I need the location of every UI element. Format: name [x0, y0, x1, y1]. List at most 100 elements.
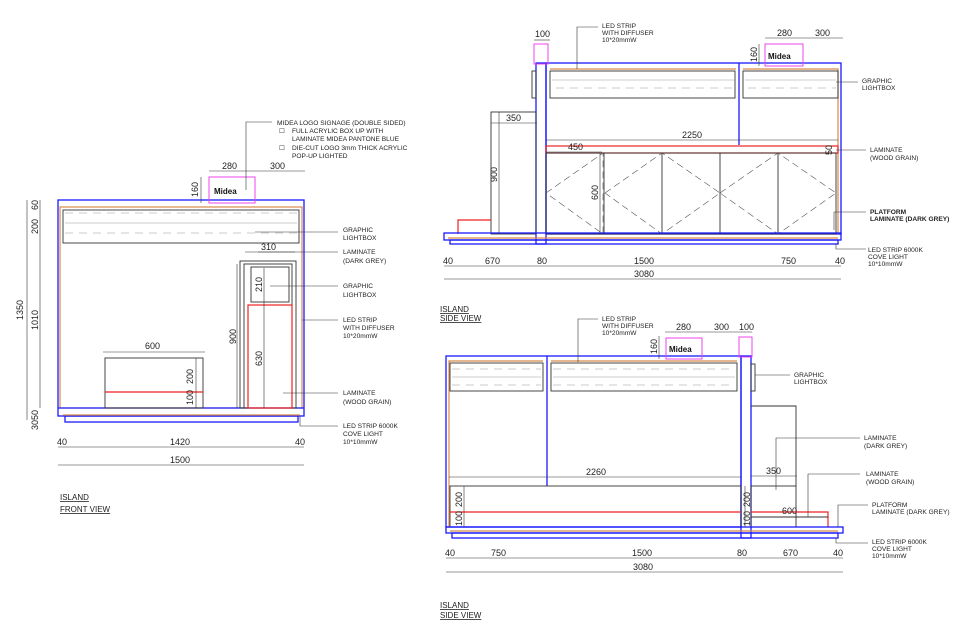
front-lightbox	[62, 209, 300, 244]
dim-300: 300	[815, 28, 830, 38]
side2-bench	[449, 485, 742, 528]
dim-600: 600	[782, 506, 797, 516]
dim-280: 280	[676, 322, 691, 332]
dim-280: 280	[777, 28, 792, 38]
side1-main-frame	[545, 62, 842, 235]
side1-lightbox-2	[742, 70, 839, 99]
svg-text:☐: ☐	[279, 127, 285, 135]
dim-300: 300	[714, 322, 729, 332]
svg-text:LED STRIP 6000K: LED STRIP 6000K	[343, 423, 398, 430]
dim-160: 160	[749, 47, 759, 62]
dim-40a: 40	[445, 548, 455, 558]
side2-pole	[740, 355, 752, 539]
dim-350: 350	[506, 113, 521, 123]
dim-40b: 40	[833, 548, 843, 558]
front-view-title: ISLAND	[60, 493, 89, 502]
dim-80: 80	[537, 256, 547, 266]
svg-text:(WOOD GRAIN): (WOOD GRAIN)	[870, 155, 918, 162]
svg-text:LIGHTBOX: LIGHTBOX	[862, 85, 896, 92]
svg-text:MIDEA LOGO SIGNAGE (DOUBLE SID: MIDEA LOGO SIGNAGE (DOUBLE SIDED)	[277, 120, 406, 127]
front-outer-frame	[57, 199, 305, 417]
svg-text:10*20mmW: 10*20mmW	[602, 330, 637, 337]
dim-80: 80	[737, 548, 747, 558]
dim-2250: 2250	[682, 130, 702, 140]
svg-text:(DARK GREY): (DARK GREY)	[864, 443, 907, 450]
front-small-lightbox	[250, 266, 290, 303]
svg-text:LED STRIP: LED STRIP	[343, 317, 378, 324]
dim-160: 160	[649, 339, 659, 354]
dim-630: 630	[254, 351, 264, 366]
front-signage-note: MIDEA LOGO SIGNAGE (DOUBLE SIDED) ☐ FULL …	[277, 120, 408, 160]
side2-title: ISLAND	[440, 601, 469, 610]
svg-text:LIGHTBOX: LIGHTBOX	[343, 292, 377, 299]
front-plinth	[64, 415, 299, 423]
svg-text:GRAPHIC: GRAPHIC	[862, 78, 892, 85]
svg-text:LED STRIP: LED STRIP	[602, 23, 637, 30]
svg-text:LIGHTBOX: LIGHTBOX	[794, 379, 828, 386]
svg-text:WITH DIFFUSER: WITH DIFFUSER	[602, 323, 654, 330]
dim-100c: 100	[742, 511, 752, 526]
dim-100: 100	[739, 322, 754, 332]
dim-60: 60	[30, 200, 40, 210]
dim-200c: 200	[742, 492, 752, 507]
side2-subtitle: SIDE VIEW	[440, 611, 482, 620]
dim-310: 310	[261, 242, 276, 252]
svg-text:10*20mmW: 10*20mmW	[602, 37, 637, 44]
side1-door-diamonds	[545, 152, 837, 235]
dim-3050: 3050	[30, 410, 40, 430]
side1-subtitle: SIDE VIEW	[440, 314, 482, 323]
dim-100b: 100	[454, 511, 464, 526]
side2-lightbox-1	[449, 362, 544, 392]
front-view-subtitle: FRONT VIEW	[60, 505, 111, 514]
dim-200b: 200	[185, 369, 195, 384]
dim-450: 450	[568, 142, 583, 152]
svg-text:LED STRIP 6000K: LED STRIP 6000K	[872, 539, 927, 546]
dim-1500: 1500	[634, 256, 654, 266]
dim-1500: 1500	[632, 548, 652, 558]
dim-160: 160	[190, 182, 200, 197]
svg-text:LAMINATE: LAMINATE	[866, 471, 899, 478]
side2-lightbox-2	[550, 362, 738, 392]
dim-2260: 2260	[586, 467, 606, 477]
dim-210: 210	[254, 277, 264, 292]
dim-900: 900	[489, 167, 499, 182]
dim-1010: 1010	[30, 310, 40, 330]
svg-text:GRAPHIC: GRAPHIC	[343, 227, 373, 234]
dim-350: 350	[766, 466, 781, 476]
svg-text:GRAPHIC: GRAPHIC	[794, 372, 824, 379]
dim-100: 100	[535, 29, 550, 39]
svg-text:(WOOD GRAIN): (WOOD GRAIN)	[343, 399, 391, 406]
front-view: Midea 280 300 160 1350 60 200 1010 3050 …	[15, 120, 408, 514]
svg-text:LAMINATE (DARK GREY): LAMINATE (DARK GREY)	[872, 509, 950, 516]
side1-lightbox-1	[549, 70, 736, 99]
svg-text:LED STRIP: LED STRIP	[602, 316, 637, 323]
dim-300: 300	[270, 161, 285, 171]
svg-text:FULL ACRYLIC BOX UP WITH: FULL ACRYLIC BOX UP WITH	[292, 128, 383, 135]
midea-logo: Midea	[669, 345, 692, 354]
svg-text:PLATFORM: PLATFORM	[872, 502, 907, 509]
svg-text:WITH DIFFUSER: WITH DIFFUSER	[343, 325, 395, 332]
front-led-strip	[59, 206, 303, 409]
svg-text:10*10mmW: 10*10mmW	[868, 261, 903, 268]
dim-1350: 1350	[15, 300, 25, 320]
dim-40a: 40	[57, 437, 67, 447]
dim-40b: 40	[835, 256, 845, 266]
svg-text:GRAPHIC: GRAPHIC	[343, 283, 373, 290]
dim-1500: 1500	[170, 455, 190, 465]
side-view-1: Midea 100 280 300 160 350 2250 450 50 90…	[440, 23, 949, 323]
dim-200: 200	[454, 492, 464, 507]
svg-text:LAMINATE MIDEA PANTONE BLUE: LAMINATE MIDEA PANTONE BLUE	[292, 136, 400, 143]
svg-text:LAMINATE: LAMINATE	[870, 147, 903, 154]
svg-text:WITH DIFFUSER: WITH DIFFUSER	[602, 30, 654, 37]
svg-text:☐: ☐	[279, 144, 285, 152]
svg-text:LAMINATE: LAMINATE	[864, 435, 897, 442]
svg-text:DIE-CUT LOGO 3mm THICK ACRYLIC: DIE-CUT LOGO 3mm THICK ACRYLIC	[292, 145, 408, 152]
svg-text:10*10mmW: 10*10mmW	[872, 553, 907, 560]
svg-text:COVE LIGHT: COVE LIGHT	[872, 546, 912, 553]
dim-3080: 3080	[634, 269, 654, 279]
svg-text:LAMINATE: LAMINATE	[343, 390, 376, 397]
dim-750: 750	[491, 548, 506, 558]
